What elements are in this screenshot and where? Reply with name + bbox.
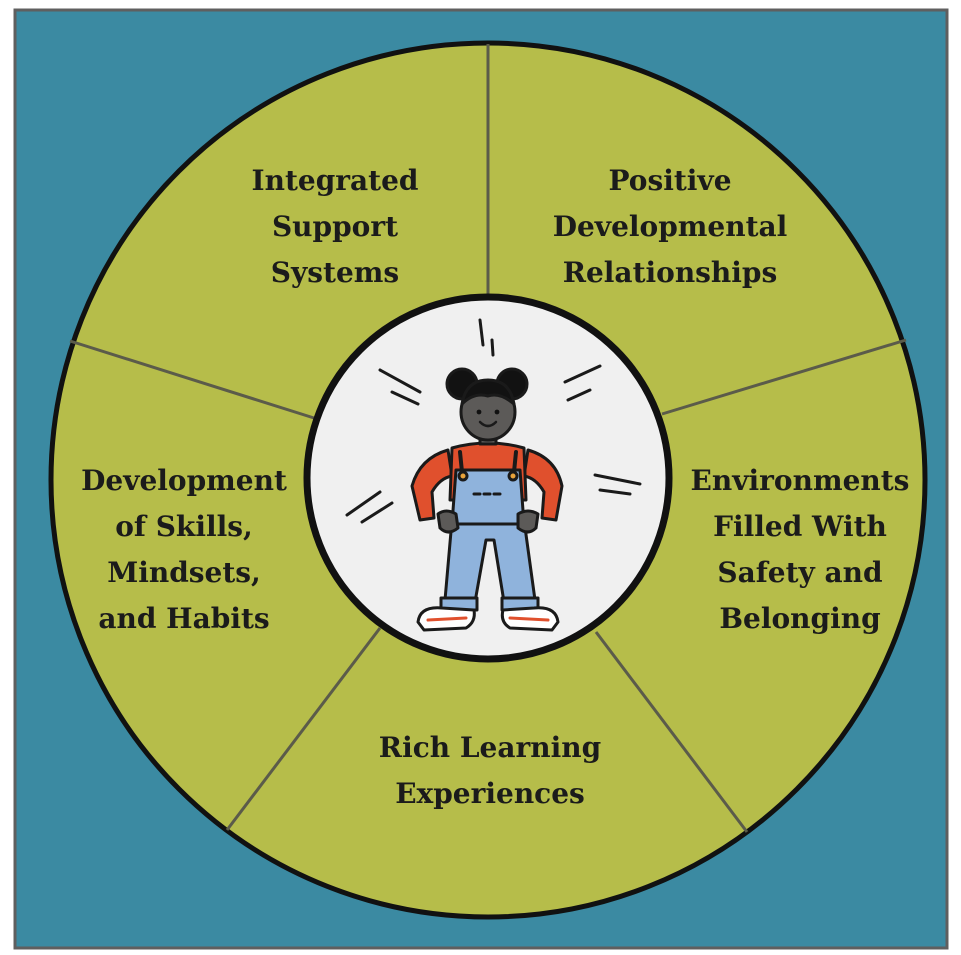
segment-label-line: Positive bbox=[608, 164, 731, 197]
overalls-button-right bbox=[507, 470, 519, 482]
hair-top bbox=[460, 378, 516, 406]
segment-label-line: Developmental bbox=[553, 210, 788, 243]
left-hand bbox=[436, 509, 460, 534]
divider-right-lower bbox=[594, 631, 749, 833]
segment-label-line: Filled With bbox=[713, 510, 887, 543]
segment-label-line: Experiences bbox=[395, 777, 585, 810]
right-arm-shirt bbox=[522, 448, 564, 522]
left-arm-shirt bbox=[410, 448, 454, 522]
segment-label-line: Belonging bbox=[719, 602, 880, 635]
segment-label-line: Integrated bbox=[251, 164, 418, 197]
emphasis-lines-icon bbox=[345, 318, 642, 524]
divider-left-upper bbox=[69, 339, 315, 420]
segment-label-line: Relationships bbox=[563, 256, 778, 289]
segment-label-line: Environments bbox=[691, 464, 910, 497]
divider-left-lower bbox=[225, 627, 382, 831]
segment-dividers bbox=[69, 44, 907, 833]
overalls-button-left bbox=[457, 470, 469, 482]
segment-label-line: of Skills, bbox=[115, 510, 253, 543]
segment-label-line: Rich Learning bbox=[379, 731, 601, 764]
right-hand bbox=[516, 509, 540, 534]
segment-label-line: Systems bbox=[271, 256, 399, 289]
segment-label-line: Safety and bbox=[717, 556, 882, 589]
segment-label-development-skills-mindsets-habits: Development of Skills, Mindsets, and Habits bbox=[81, 464, 287, 635]
segment-label-line: Development bbox=[81, 464, 287, 497]
child-standing-confident-icon bbox=[345, 318, 642, 632]
segment-label-line: and Habits bbox=[98, 602, 269, 635]
segment-label-line: Support bbox=[272, 210, 398, 243]
segment-label-line: Mindsets, bbox=[107, 556, 261, 589]
divider-right-upper bbox=[661, 338, 907, 416]
